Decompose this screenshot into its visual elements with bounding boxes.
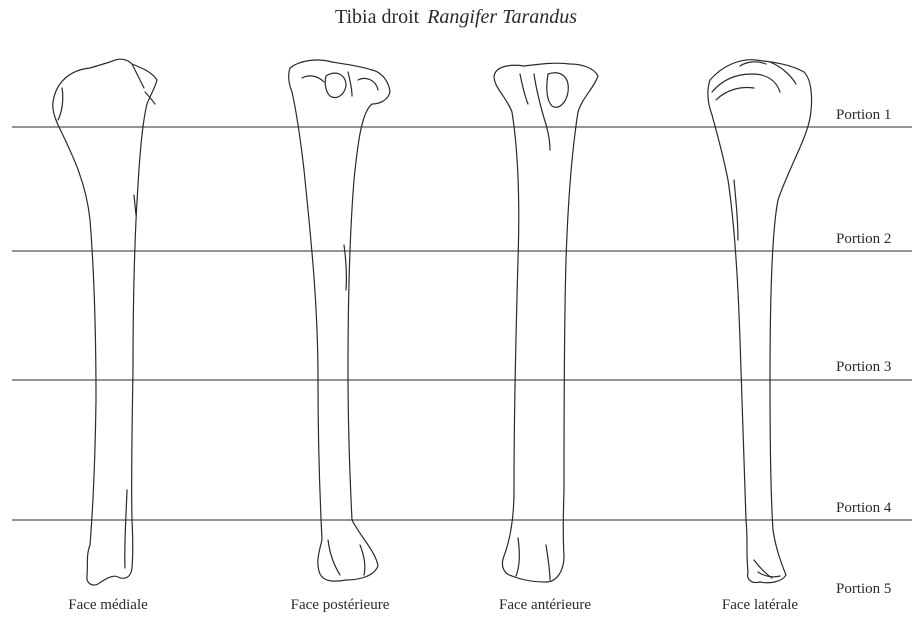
bone-face-anterieure — [494, 63, 598, 582]
portion-label-4: Portion 4 — [836, 500, 891, 517]
bone-face-mediale — [53, 59, 157, 585]
portion-label-1: Portion 1 — [836, 107, 891, 124]
face-label-anterieure: Face antérieure — [499, 597, 591, 614]
face-label-mediale: Face médiale — [68, 597, 148, 614]
bone-face-laterale — [708, 60, 812, 583]
portion-label-2: Portion 2 — [836, 231, 891, 248]
face-label-laterale: Face latérale — [722, 597, 798, 614]
bone-face-posterieure — [289, 60, 390, 581]
portion-label-3: Portion 3 — [836, 359, 891, 376]
portion-lines — [12, 127, 912, 520]
face-label-posterieure: Face postérieure — [291, 597, 390, 614]
portion-label-5: Portion 5 — [836, 581, 891, 598]
